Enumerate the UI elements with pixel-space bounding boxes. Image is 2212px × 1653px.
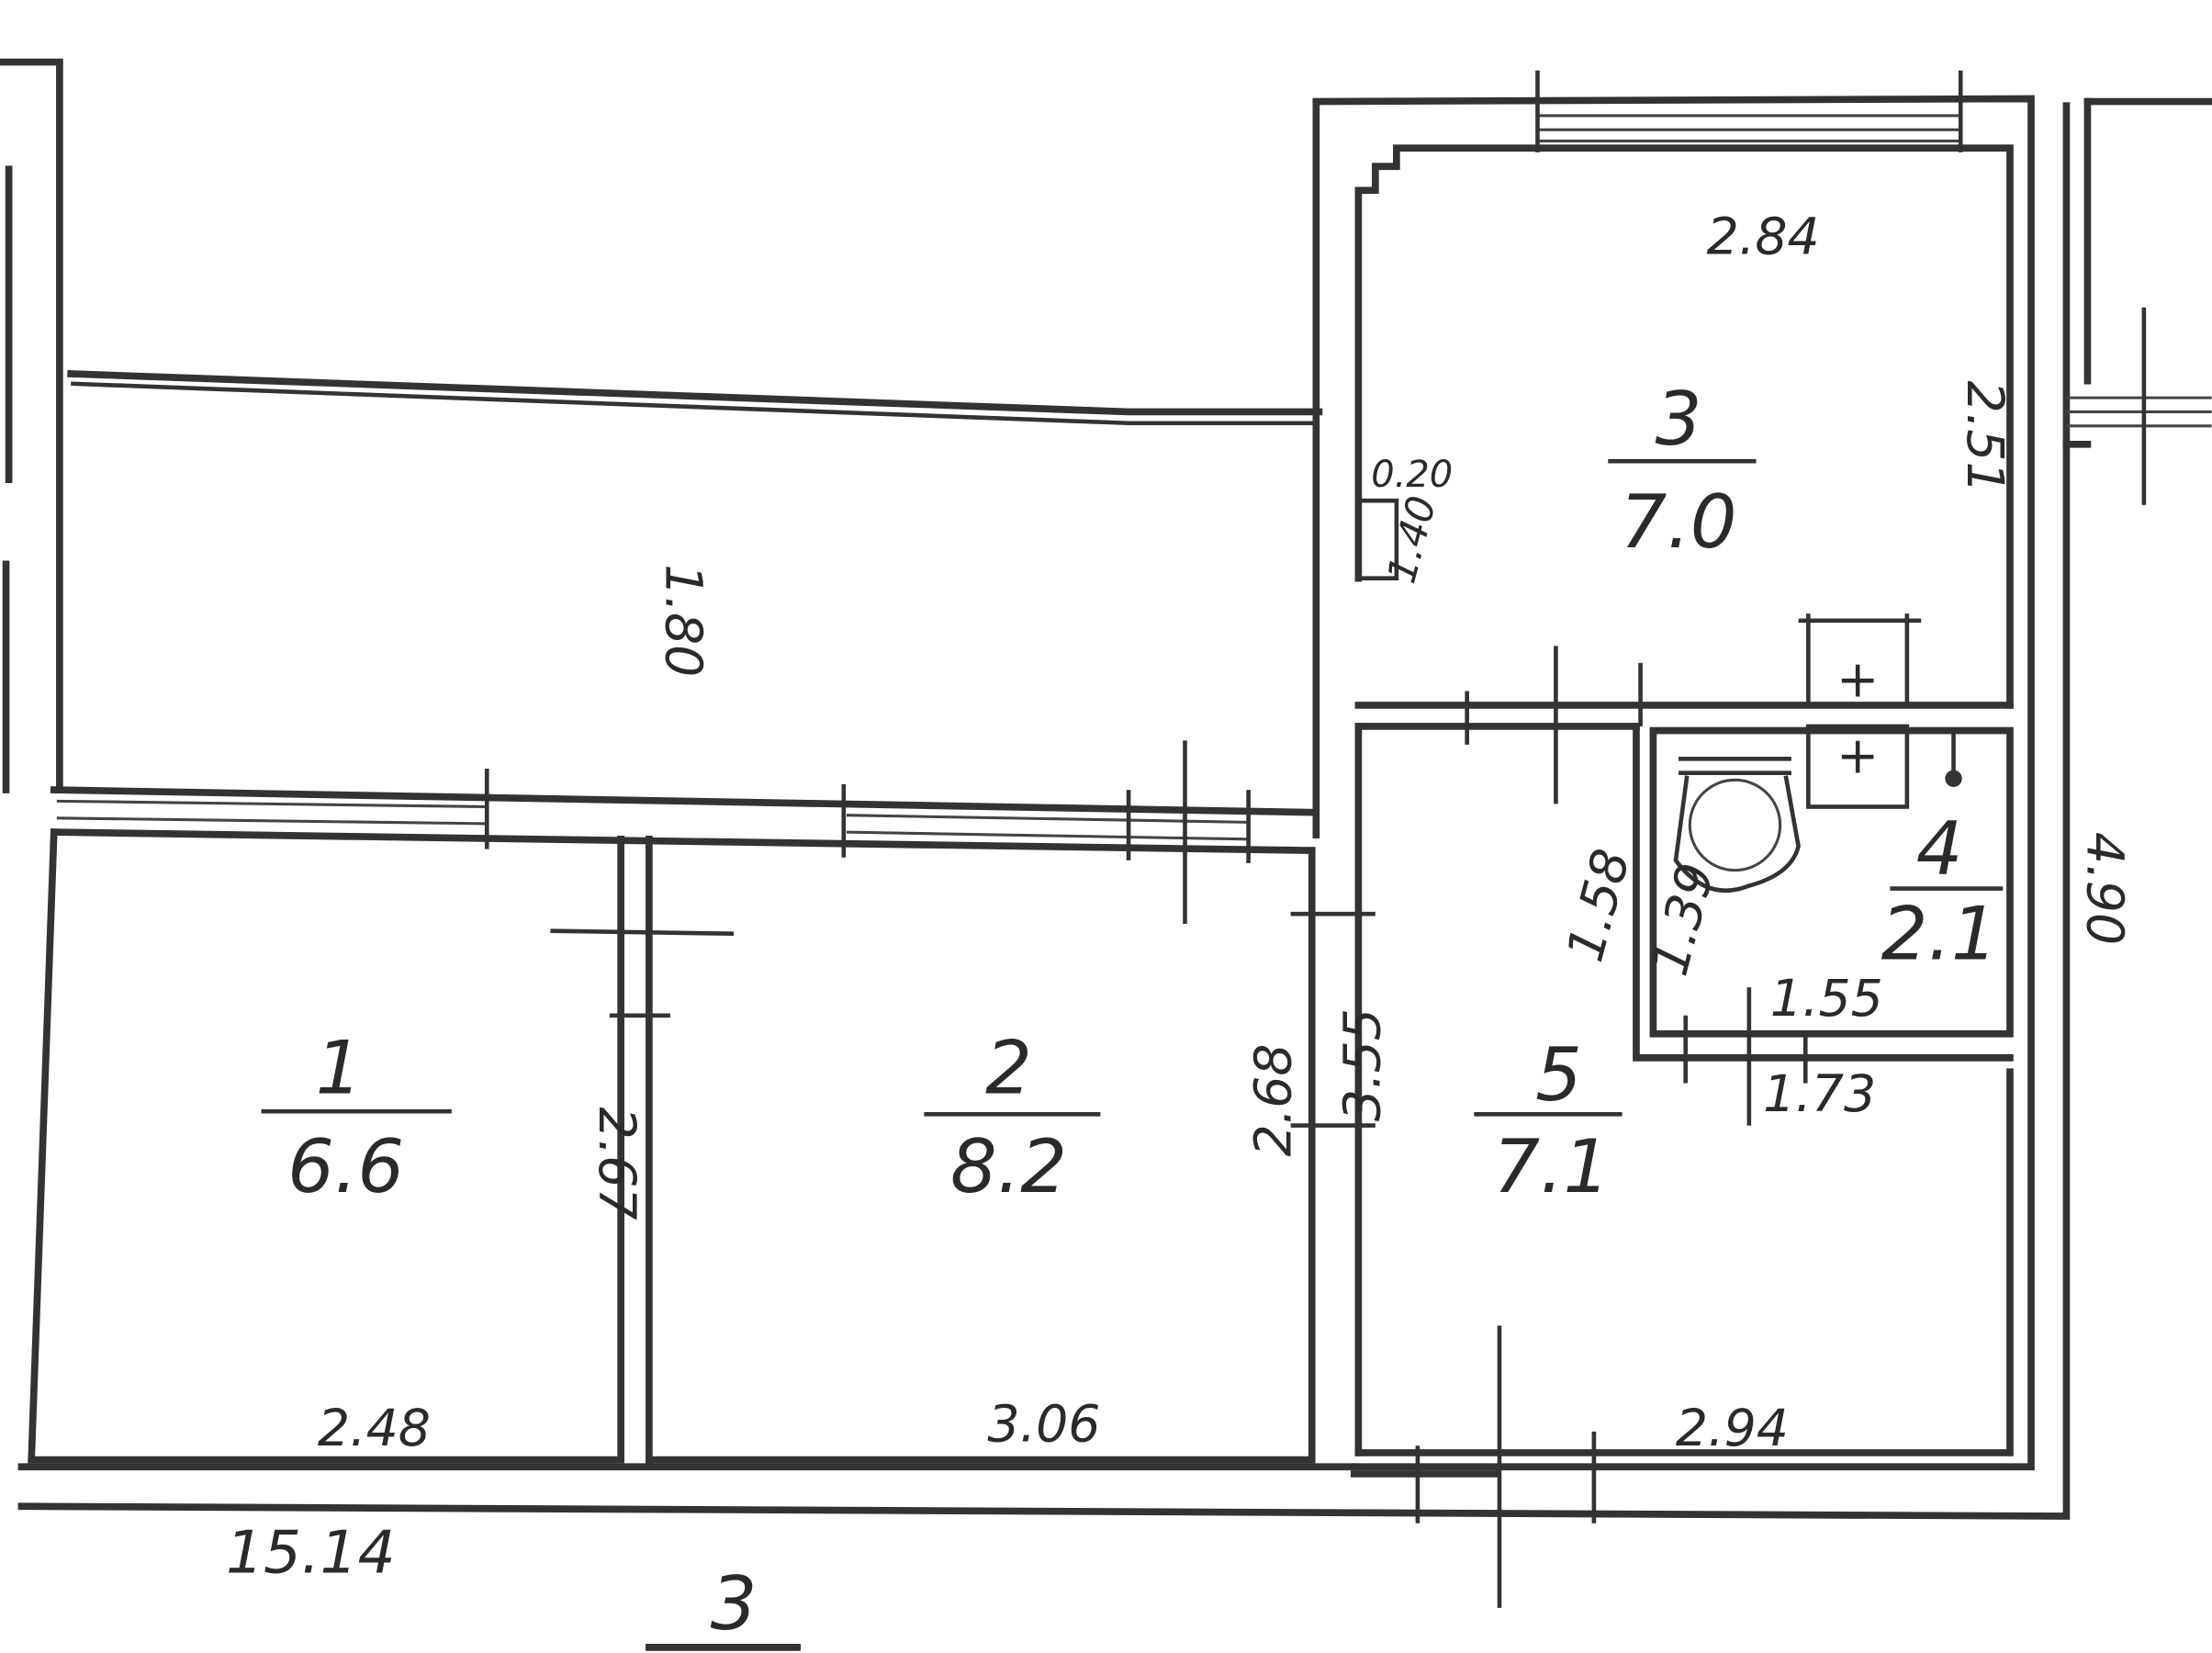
plus-mark: + <box>1836 651 1879 710</box>
dim-room1-depth: 2.67 <box>587 1108 646 1220</box>
dim-room3-depth: 2.51 <box>1955 381 2014 494</box>
room-number: 5 <box>1535 1032 1582 1118</box>
floor-number: 3 <box>711 1561 758 1647</box>
window-right <box>2066 307 2212 505</box>
dim-niche-width: 1.40 <box>1379 491 1446 588</box>
window-room3 <box>1535 70 1963 152</box>
dim-room2-depth: 2.68 <box>1245 1043 1304 1156</box>
room-area: 2.1 <box>1881 891 1998 976</box>
room-3-label: 3 7.0 <box>1608 377 1757 565</box>
floor-label: 3 <box>646 1561 801 1651</box>
dim-room5-width: 2.94 <box>1676 1400 1789 1458</box>
room-number: 1 <box>316 1025 363 1110</box>
dim-room2-width: 3.06 <box>987 1396 1100 1455</box>
dim-room3-width: 2.84 <box>1707 208 1820 266</box>
room-area: 7.1 <box>1493 1124 1610 1209</box>
window-corridor <box>56 740 1251 924</box>
dim-bath-outer-width: 1.73 <box>1763 1065 1876 1124</box>
dim-room5-depth: 3.55 <box>1333 1008 1392 1121</box>
dim-total-length: 15.14 <box>226 1518 396 1587</box>
dim-corridor-width: 1.80 <box>653 564 712 677</box>
room-number: 3 <box>1656 377 1702 462</box>
dim-right-total: 4.90 <box>2074 832 2133 945</box>
room-number: 4 <box>1916 806 1963 892</box>
room-2-label: 2 8.2 <box>924 1025 1101 1209</box>
room-5-label: 5 7.1 <box>1474 1032 1623 1209</box>
room-number: 2 <box>985 1025 1032 1110</box>
dim-niche-depth: 0.20 <box>1371 454 1453 496</box>
dim-bath-width: 1.55 <box>1770 970 1883 1029</box>
room-area: 7.0 <box>1621 479 1737 565</box>
dim-room1-width: 2.48 <box>318 1400 431 1458</box>
room-1-label: 1 6.6 <box>261 1025 452 1209</box>
dimensions: 2.84 2.51 0.20 1.40 1.80 2.67 2.68 3.55 … <box>226 208 2133 1587</box>
walls: + + <box>0 58 2212 1608</box>
dim-bath-outer: 1.58 <box>1556 843 1643 967</box>
plus-mark: + <box>1836 727 1879 786</box>
room-area: 6.6 <box>287 1124 404 1209</box>
room-area: 8.2 <box>950 1124 1067 1209</box>
toilet-icon <box>1673 756 1801 894</box>
room-4-label: 4 2.1 <box>1881 806 2004 976</box>
